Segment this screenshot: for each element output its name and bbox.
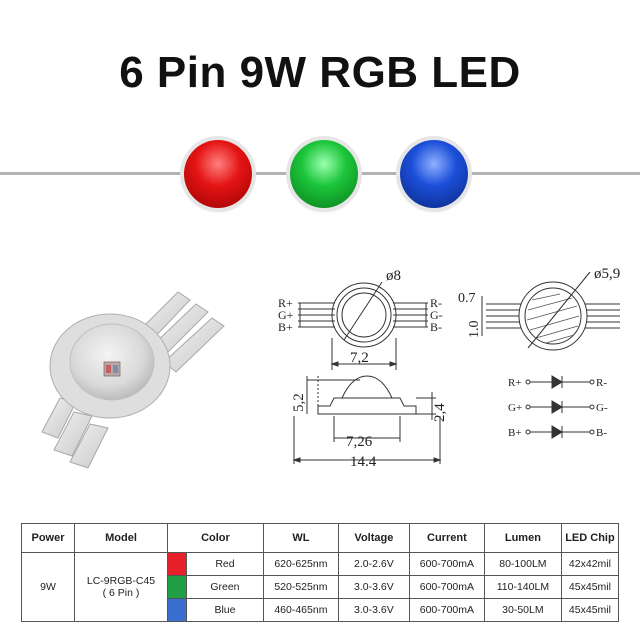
side-total-width-label: 14.4 bbox=[350, 454, 377, 470]
wl-cell: 460-465nm bbox=[262, 598, 339, 622]
pin-label-b-plus: B+ bbox=[278, 320, 293, 334]
circuit-label-r-plus: R+ bbox=[508, 377, 522, 389]
left-divider-line bbox=[0, 172, 186, 175]
product-lens bbox=[69, 323, 155, 401]
color-swatch-red bbox=[167, 552, 187, 576]
wl-cell: 520-525nm bbox=[262, 575, 339, 599]
header-color: Color bbox=[167, 523, 264, 553]
table-row: Blue 460-465nm 3.0-3.6V 600-700mA 30-50L… bbox=[22, 598, 620, 622]
model-name: LC-9RGB-C45 bbox=[86, 575, 156, 587]
circuit-schematic bbox=[525, 375, 595, 439]
top-width-label: 7,2 bbox=[350, 350, 369, 366]
middle-divider-line-1 bbox=[252, 172, 290, 175]
chip-cell: 45x45mil bbox=[560, 598, 620, 622]
header-wl: WL bbox=[262, 523, 339, 553]
voltage-cell: 2.0-2.6V bbox=[337, 552, 410, 576]
voltage-cell: 3.0-3.6V bbox=[337, 575, 410, 599]
side-view-drawing bbox=[292, 375, 442, 464]
header-power: Power bbox=[21, 523, 75, 553]
product-pins-upper bbox=[139, 291, 225, 373]
top-diameter-label: ø8 bbox=[386, 268, 401, 284]
circuit-label-g-plus: G+ bbox=[508, 402, 522, 414]
pin-label-b-minus: B- bbox=[430, 320, 442, 334]
red-led-icon bbox=[184, 140, 252, 208]
pin-label-r-plus: R+ bbox=[278, 296, 293, 310]
circuit-label-r-minus: R- bbox=[596, 377, 607, 389]
header-current: Current bbox=[408, 523, 485, 553]
lumen-cell: 110-140LM bbox=[483, 575, 562, 599]
header-led-chip: LED Chip bbox=[560, 523, 620, 553]
current-cell: 600-700mA bbox=[408, 552, 485, 576]
product-pins-lower bbox=[41, 397, 109, 469]
circuit-label-b-minus: B- bbox=[596, 427, 607, 439]
spec-table: Power Model Color WL Voltage Current Lum… bbox=[21, 523, 620, 622]
right-divider-line bbox=[466, 172, 640, 175]
model-cell: LC-9RGB-C45 ( 6 Pin ) bbox=[74, 552, 168, 622]
page-title: 6 Pin 9W RGB LED bbox=[119, 48, 521, 97]
color-cell: Red bbox=[186, 552, 264, 576]
green-led-icon bbox=[290, 140, 358, 208]
side-thickness-label: 2,4 bbox=[432, 403, 448, 422]
side-inner-width-label: 7,26 bbox=[346, 434, 373, 450]
color-cell: Blue bbox=[186, 598, 264, 622]
middle-divider-line-2 bbox=[356, 172, 400, 175]
current-cell: 600-700mA bbox=[408, 575, 485, 599]
header-lumen: Lumen bbox=[483, 523, 562, 553]
color-cell: Green bbox=[186, 575, 264, 599]
color-swatch-green bbox=[167, 575, 187, 599]
chip-cell: 42x42mil bbox=[560, 552, 620, 576]
circuit-label-g-minus: G- bbox=[596, 402, 608, 414]
chip-cell: 45x45mil bbox=[560, 575, 620, 599]
top-view-drawing bbox=[298, 281, 428, 370]
circuit-label-b-plus: B+ bbox=[508, 427, 522, 439]
product-body bbox=[49, 313, 171, 419]
wl-cell: 620-625nm bbox=[262, 552, 339, 576]
blue-led-icon bbox=[400, 140, 468, 208]
header-voltage: Voltage bbox=[337, 523, 410, 553]
voltage-cell: 3.0-3.6V bbox=[337, 598, 410, 622]
lumen-cell: 80-100LM bbox=[483, 552, 562, 576]
pin-pitch-label: 0.7 bbox=[458, 291, 476, 306]
color-swatch-blue bbox=[167, 598, 187, 622]
table-header-row: Power Model Color WL Voltage Current Lum… bbox=[21, 523, 620, 553]
chip-layout-drawing bbox=[481, 271, 620, 351]
pin-label-r-minus: R- bbox=[430, 296, 442, 310]
pin-label-g-minus: G- bbox=[430, 308, 443, 322]
header-model: Model bbox=[74, 523, 168, 553]
product-chip bbox=[103, 361, 121, 377]
lumen-cell: 30-50LM bbox=[483, 598, 562, 622]
side-height-label: 5,2 bbox=[291, 393, 307, 412]
table-row: 9W LC-9RGB-C45 ( 6 Pin ) Red 620-625nm 2… bbox=[21, 552, 620, 622]
right-diameter-label: ø5,9 bbox=[594, 266, 620, 282]
power-cell: 9W bbox=[21, 552, 75, 622]
current-cell: 600-700mA bbox=[408, 598, 485, 622]
pin-width-label: 1.0 bbox=[467, 321, 482, 339]
model-pin-note: ( 6 Pin ) bbox=[102, 587, 140, 599]
table-row: Green 520-525nm 3.0-3.6V 600-700mA 110-1… bbox=[22, 575, 620, 599]
pin-label-g-plus: G+ bbox=[278, 308, 294, 322]
